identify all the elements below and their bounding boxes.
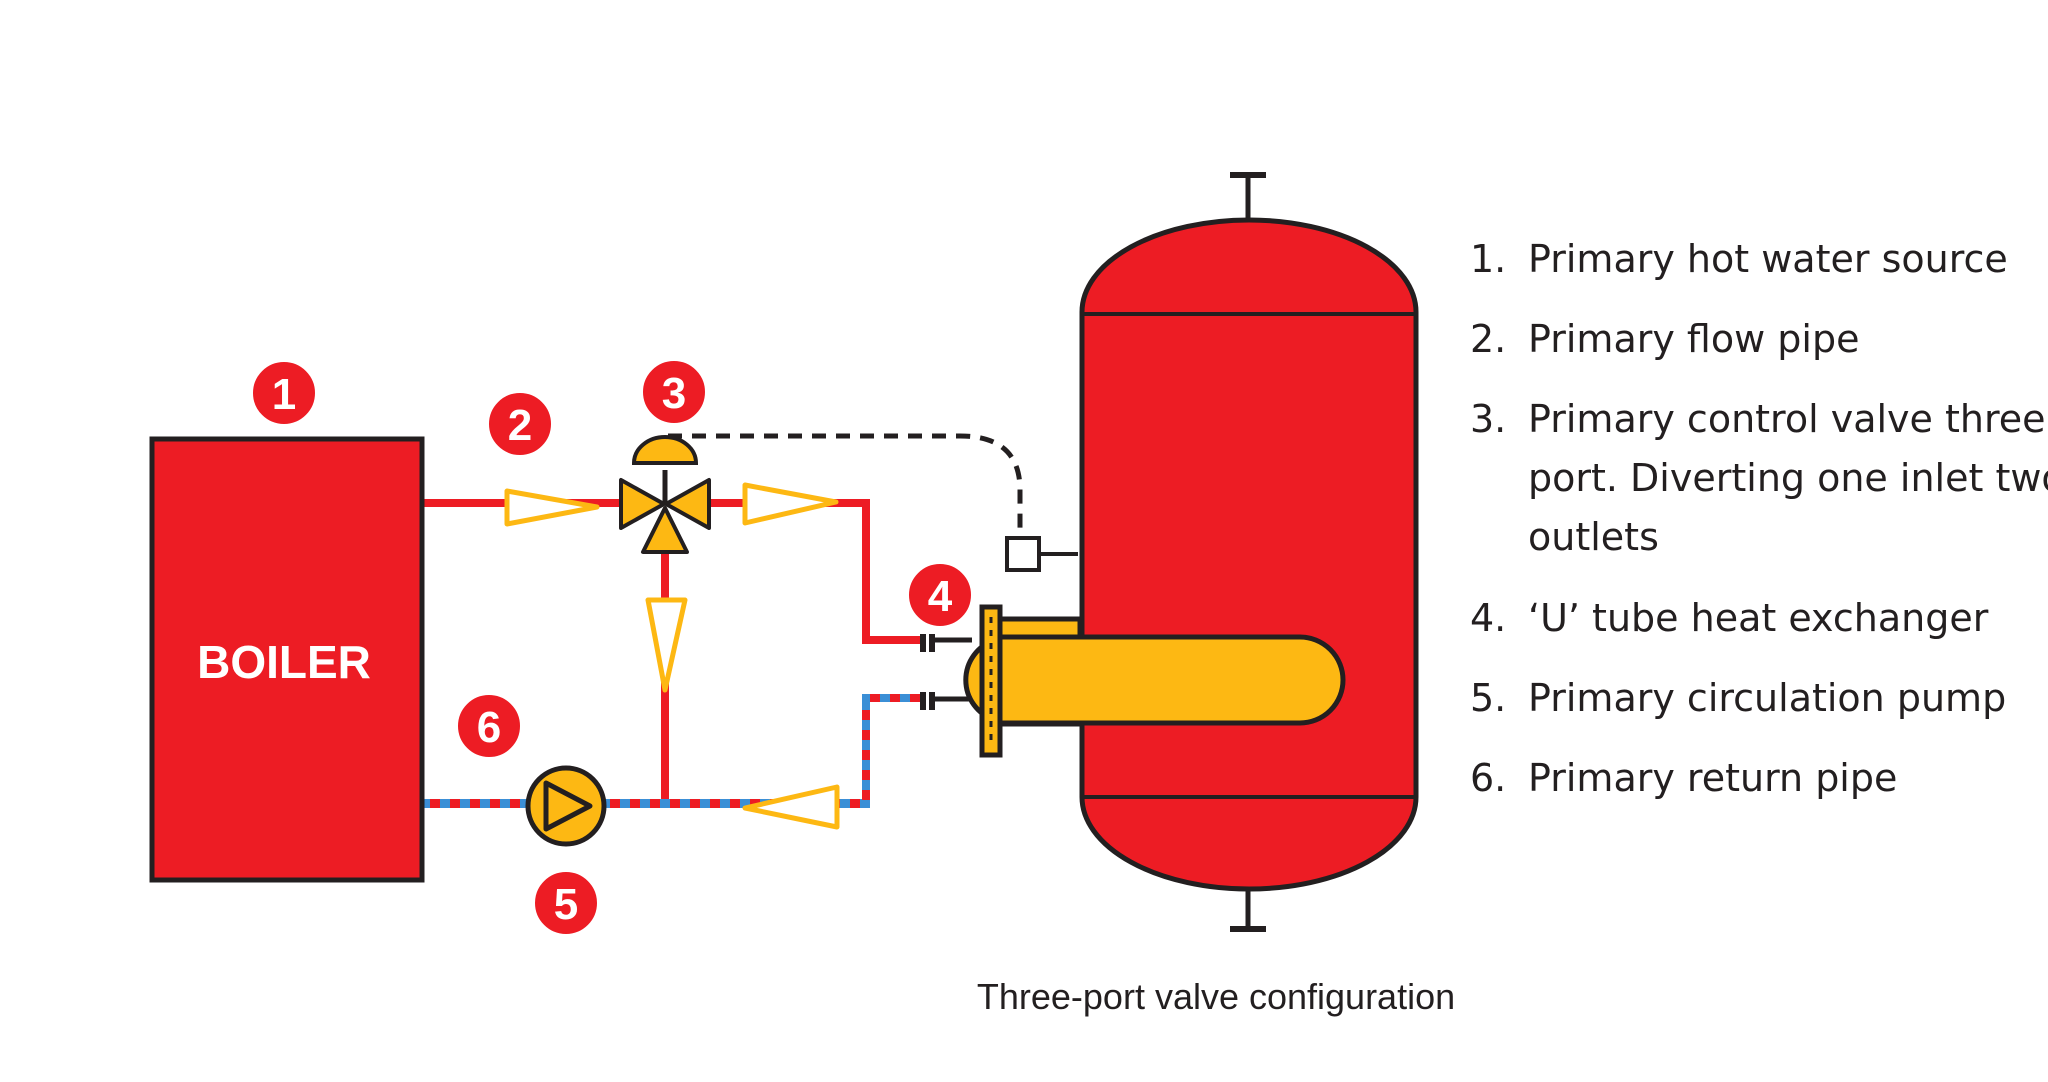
legend: 1. Primary hot water source 2. Primary flow… [1470, 237, 2048, 800]
badge-2: 2 [485, 389, 555, 459]
cylinder-fittings [1230, 172, 1266, 932]
legend-item: 2. Primary flow pipe [1470, 317, 1859, 361]
legend-item: 6. Primary return pipe [1470, 756, 1897, 800]
diagram-caption: Three-port valve configuration [977, 976, 1455, 1017]
legend-item-text: Primary circulation pump [1528, 676, 2006, 720]
boiler-label: BOILER [197, 636, 371, 688]
u-tube-heat-exchanger [920, 604, 1346, 758]
three-port-valve [619, 435, 711, 554]
legend-item-text: outlets [1528, 515, 1659, 559]
svg-text:3: 3 [662, 369, 686, 418]
legend-item: 5. Primary circulation pump [1470, 676, 2006, 720]
legend-item-number: 1. [1470, 237, 1506, 281]
thermostat-sensor [1005, 536, 1041, 572]
badge-1: 1 [249, 358, 319, 428]
legend-item-number: 2. [1470, 317, 1506, 361]
badge-6: 6 [454, 691, 524, 761]
legend-item-text: Primary control valve three [1528, 397, 2046, 441]
badge-4: 4 [905, 560, 975, 630]
legend-item-text: port. Diverting one inlet two [1528, 456, 2048, 500]
flow-arrow-icon [742, 482, 839, 526]
valve-port-left-icon [619, 478, 666, 530]
control-signal-line [668, 433, 1023, 535]
legend-item-number: 6. [1470, 756, 1506, 800]
svg-text:2: 2 [508, 401, 532, 450]
badge-5: 5 [531, 868, 601, 938]
number-badges: 1 2 3 4 5 6 [249, 357, 975, 938]
legend-item: 3. Primary control valve three port. Diver… [1470, 397, 2048, 559]
flow-arrow-icon [504, 488, 600, 527]
svg-text:5: 5 [554, 880, 578, 929]
svg-text:6: 6 [477, 703, 501, 752]
return-arrow-icon [742, 784, 840, 830]
pump-arrow-icon [543, 780, 593, 832]
legend-item-number: 5. [1470, 676, 1506, 720]
legend-item-number: 3. [1470, 397, 1506, 441]
boiler: BOILER [149, 436, 425, 883]
legend-item-number: 4. [1470, 596, 1506, 640]
legend-item-text: ‘U’ tube heat exchanger [1528, 596, 1989, 640]
badge-3: 3 [639, 357, 709, 427]
valve-port-bottom-icon [641, 506, 689, 554]
svg-text:4: 4 [928, 572, 953, 621]
legend-item-text: Primary return pipe [1528, 756, 1897, 800]
hot-water-cylinder [1079, 217, 1419, 892]
legend-item: 4. ‘U’ tube heat exchanger [1470, 596, 1989, 640]
circulation-pump [525, 765, 607, 847]
valve-port-right-icon [664, 478, 711, 530]
legend-item: 1. Primary hot water source [1470, 237, 2008, 281]
legend-item-text: Primary hot water source [1528, 237, 2008, 281]
svg-text:1: 1 [272, 370, 296, 419]
legend-item-text: Primary flow pipe [1528, 317, 1859, 361]
flow-arrow-icon [645, 597, 688, 693]
primary-return-pipe [420, 694, 922, 808]
flow-arrows [504, 482, 840, 830]
